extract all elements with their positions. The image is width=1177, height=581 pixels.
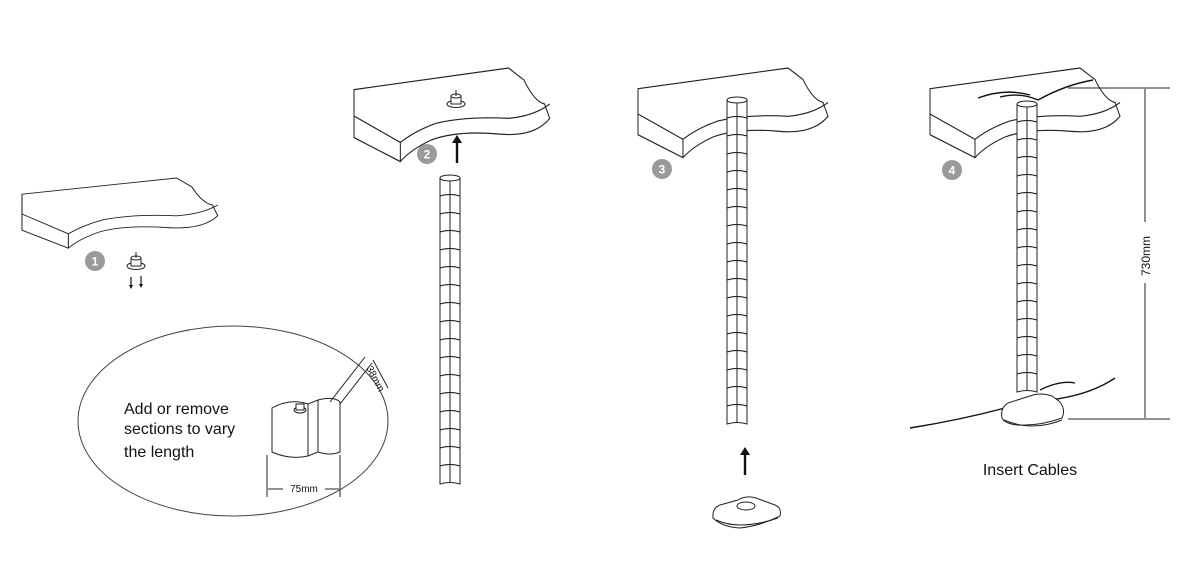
section-piece (271, 356, 373, 458)
callout-line-2: sections to vary (124, 421, 235, 438)
spine-3-segment-1 (726, 116, 748, 137)
spine-2-segment-11 (439, 374, 461, 395)
mount-fitting-1 (126, 251, 146, 289)
spine-3-segment-5 (726, 188, 748, 209)
spine-4-segment-1 (1016, 120, 1038, 141)
spine-2-segment-5 (439, 266, 461, 287)
spine-2-segment-9 (439, 338, 461, 359)
spine-4-segment-12 (1016, 318, 1038, 339)
floor-base-4 (1001, 393, 1065, 427)
spine-3-segment-13 (726, 332, 748, 353)
step-3-panel: 3 (637, 67, 829, 529)
inserted-cables (909, 79, 1116, 429)
spine-4-segment-14 (1016, 354, 1038, 375)
arrow-up-2 (450, 133, 464, 165)
spine-4-segment-6 (1016, 210, 1038, 231)
spine-2-segment-4 (439, 248, 461, 269)
callout-line-3: the length (124, 444, 194, 461)
spine-3-segment-11 (726, 296, 748, 317)
width-dimension: 75mm (266, 455, 341, 497)
desk-top-2 (353, 67, 551, 163)
step-number-4: 4 (949, 164, 956, 178)
spine-4-segment-10 (1016, 282, 1038, 303)
spine-2-segment-13 (439, 410, 461, 431)
step-number-3: 3 (659, 163, 666, 177)
spine-4-segment-9 (1016, 264, 1038, 285)
spine-3-segment-15 (726, 368, 748, 389)
step-number-2: 2 (424, 148, 431, 162)
floor-base-3 (712, 496, 781, 529)
insert-cables-caption: Insert Cables (983, 462, 1077, 479)
spine-3-segment-9 (726, 260, 748, 281)
spine-2-segment-10 (439, 356, 461, 377)
spine-4-segment-3 (1016, 156, 1038, 177)
spine-2-segment-8 (439, 320, 461, 341)
height-dimension: 730mm (1068, 87, 1170, 420)
spine-3-segment-7 (726, 224, 748, 245)
step-badge-4: 4 (942, 160, 962, 180)
spine-4-segment-8 (1016, 246, 1038, 267)
step-number-1: 1 (92, 255, 99, 269)
height-dimension-label: 730mm (1139, 236, 1153, 276)
spine-4-top-cap (1016, 100, 1038, 108)
spine-3-segment-3 (726, 152, 748, 173)
cable-spine-2 (439, 174, 461, 485)
arrow-up-3 (738, 445, 752, 477)
spine-2-segment-1 (439, 194, 461, 215)
cable-spine-3 (726, 96, 748, 425)
spine-3-segment-17 (726, 404, 748, 425)
spine-4-segment-2 (1016, 138, 1038, 159)
spine-2-segment-15 (439, 446, 461, 467)
spine-4-segment-7 (1016, 228, 1038, 249)
length-callout: Add or remove sections to vary the lengt… (77, 325, 389, 517)
spine-3-segment-4 (726, 170, 748, 191)
spine-2-segment-7 (439, 302, 461, 323)
spine-2-segment-12 (439, 392, 461, 413)
spine-3-segment-14 (726, 350, 748, 371)
spine-4-segment-15 (1016, 372, 1038, 393)
spine-3-segment-10 (726, 278, 748, 299)
spine-4-segment-4 (1016, 174, 1038, 195)
spine-3-segment-6 (726, 206, 748, 227)
desk-top-1 (21, 177, 219, 249)
spine-2-segment-16 (439, 464, 461, 485)
step-1-panel: 1 (21, 177, 219, 289)
cable-spine-4 (1016, 100, 1038, 393)
spine-2-segment-6 (439, 284, 461, 305)
spine-2-top-cap (439, 174, 461, 182)
spine-3-segment-2 (726, 134, 748, 155)
spine-2-segment-3 (439, 230, 461, 251)
spine-4-segment-13 (1016, 336, 1038, 357)
spine-3-segment-8 (726, 242, 748, 263)
spine-3-top-cap (726, 96, 748, 104)
width-dimension-label: 75mm (290, 484, 318, 495)
spine-2-segment-14 (439, 428, 461, 449)
callout-line-1: Add or remove (124, 401, 229, 418)
spine-4-segment-5 (1016, 192, 1038, 213)
spine-3-segment-16 (726, 386, 748, 407)
step-4-panel: 4 730mm Insert Cables (909, 67, 1170, 479)
spine-4-segment-11 (1016, 300, 1038, 321)
step-badge-1: 1 (85, 251, 105, 271)
step-2-panel: 2 (353, 67, 551, 485)
step-badge-3: 3 (652, 159, 672, 179)
spine-3-segment-12 (726, 314, 748, 335)
height-dimension-small: 38mm (363, 359, 389, 394)
step-badge-2: 2 (417, 144, 437, 164)
spine-2-segment-2 (439, 212, 461, 233)
